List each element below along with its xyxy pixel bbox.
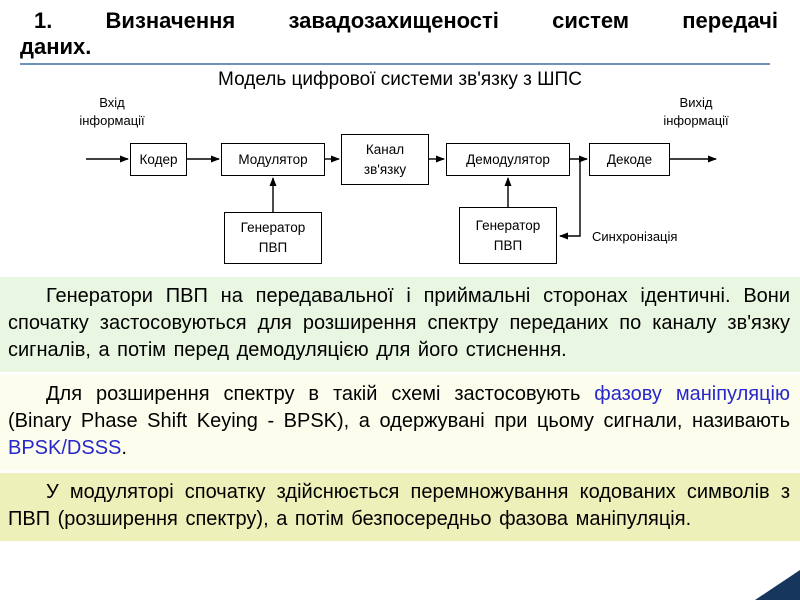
sync-label: Синхронізація — [592, 229, 678, 244]
page-title: 1. Визначення завадозахищеності систем п… — [0, 0, 800, 60]
block-demodulator: Демодулятор — [446, 143, 570, 176]
link-phase-manipulation[interactable]: фазову маніпуляцію — [594, 383, 790, 405]
block-diagram: Вхід інформації Вихід інформації Синхрон… — [0, 92, 800, 274]
paragraph-bpsk: Для розширення спектру в такій схемі зас… — [0, 375, 800, 470]
title-divider — [20, 63, 770, 65]
diagram-arrows — [86, 155, 717, 240]
paragraph-bpsk-seg3: . — [121, 437, 127, 459]
page-title-line-2: даних. — [20, 34, 92, 59]
paragraph-modulator-text: У модуляторі спочатку здійснюється перем… — [8, 481, 790, 530]
diagram-title: Модель цифрової системи зв'язку з ШПС — [218, 69, 582, 90]
block-coder: Кодер — [130, 143, 187, 176]
paragraph-bpsk-seg2: (Binary Phase Shift Keying - BPSK), а од… — [8, 410, 790, 432]
input-label: Вхід інформації — [79, 95, 145, 129]
page-title-line-1: 1. Визначення завадозахищеності систем п… — [34, 8, 778, 33]
paragraph-generators-text: Генератори ПВП на передавальної і прийма… — [8, 285, 790, 361]
block-generator-tx: Генератор ПВП — [224, 212, 322, 264]
link-bpsk-dsss[interactable]: BPSK/DSSS — [8, 437, 122, 459]
output-label: Вихід інформації — [663, 95, 729, 129]
paragraph-modulator: У модуляторі спочатку здійснюється перем… — [0, 473, 800, 541]
block-channel: Канал зв'язку — [341, 134, 429, 185]
corner-decoration — [755, 570, 800, 600]
paragraph-generators: Генератори ПВП на передавальної і прийма… — [0, 277, 800, 372]
block-decoder: Декоде — [589, 143, 670, 176]
block-modulator: Модулятор — [221, 143, 325, 176]
block-generator-rx: Генератор ПВП — [459, 207, 557, 264]
paragraph-bpsk-seg1: Для розширення спектру в такій схемі зас… — [46, 383, 595, 405]
